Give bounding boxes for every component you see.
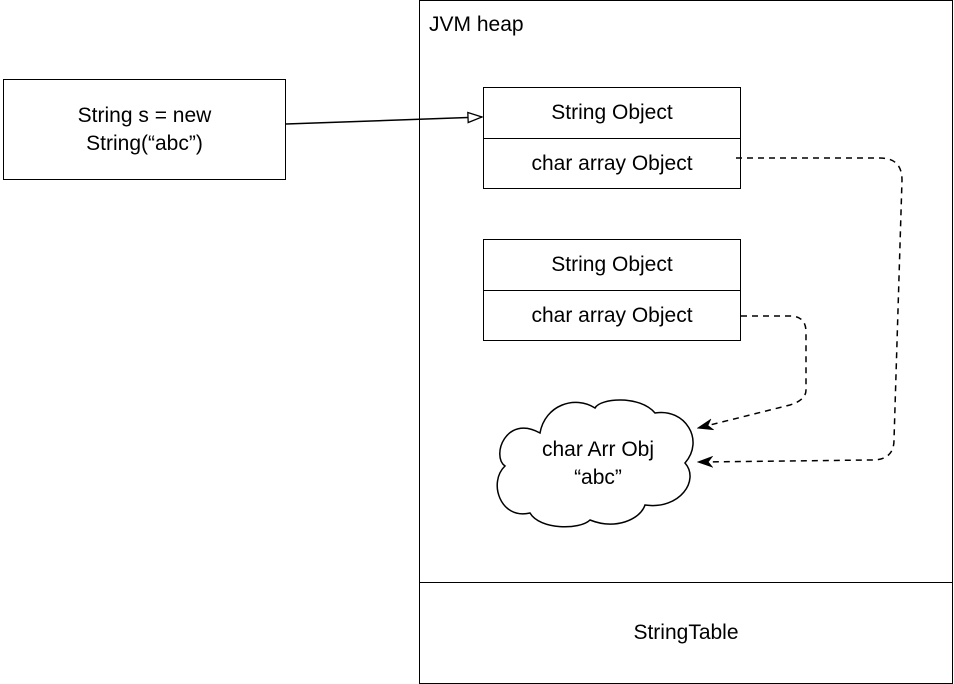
char-array-object-text: char Arr Obj “abc” [498, 436, 698, 492]
string-object-2-header: String Object [551, 253, 673, 276]
stringtable-label: StringTable [633, 621, 739, 644]
code-line-2: String(“abc”) [86, 131, 203, 155]
char-array-object-value: “abc” [574, 466, 622, 489]
string-object-1-char-array-field: char array Object [484, 138, 740, 188]
code-line-1: String s = new [77, 103, 212, 127]
string-object-2: String Object char array Object [483, 239, 741, 341]
jvm-heap-title: JVM heap [429, 13, 524, 36]
string-object-2-char-array-field: char array Object [484, 290, 740, 340]
stringtable-divider [419, 582, 953, 583]
char-array-object-label: char Arr Obj [541, 438, 655, 461]
code-statement-box: String s = new String(“abc”) [3, 79, 286, 180]
string-object-1-header: String Object [551, 101, 673, 124]
string-object-1: String Object char array Object [483, 87, 741, 189]
